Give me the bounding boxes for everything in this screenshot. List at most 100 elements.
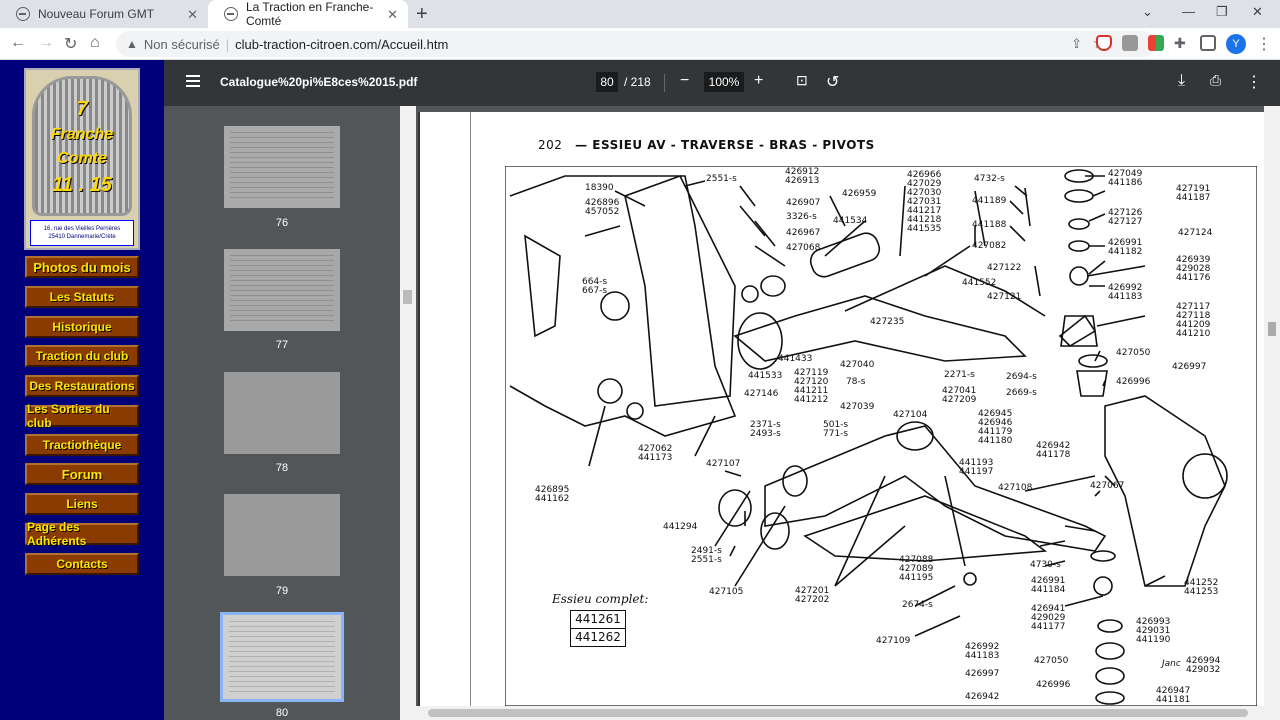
tab-traction[interactable]: La Traction en Franche-Comté ✕ [208,0,408,28]
puzzle-extensions-icon[interactable]: ✚ [1174,35,1186,51]
more-options-icon[interactable]: ⋮ [1246,74,1262,91]
profile-avatar[interactable]: Y [1226,34,1246,54]
warning-icon[interactable]: ▲ [126,37,138,51]
thumbnail-77[interactable] [224,249,340,331]
part-label: 427105 [709,587,744,597]
share-icon[interactable]: ⇪ [1071,36,1082,51]
chassis-plate [624,175,736,407]
home-button[interactable]: ⌂ [90,34,100,51]
rotate-icon[interactable]: ↺ [826,74,840,91]
washer [1097,619,1123,633]
side-panel-icon[interactable] [1200,35,1216,51]
chassis-hole [597,378,623,404]
page-horizontal-scrollbar[interactable] [400,706,1264,720]
part-label: 4730-s [1030,560,1061,570]
part-label: 2371-s 2493-s [750,420,781,439]
close-tab-icon[interactable]: ✕ [387,7,398,22]
part-label: 427119 427120 441211 441212 [794,368,829,405]
logo-line2: Franche [50,126,114,143]
scrollbar-thumb[interactable] [428,709,1248,717]
menu-historique[interactable]: Historique [25,316,139,338]
part-label: 18390 [585,183,614,193]
page-number-printed: 202 [538,138,563,152]
heading-dash: — [575,138,588,152]
bushing [896,421,934,451]
club-logo[interactable]: 7 Franche Comte 11 . 15 16, rue des Viei… [24,68,140,250]
color-extension-icon[interactable] [1148,35,1164,51]
bushing [760,512,790,550]
part-label: 426947 441181 [1156,686,1191,705]
part-label: 501-s 771-s [823,420,849,439]
part-label: 441534 [833,216,868,226]
close-window-button[interactable]: ✕ [1252,4,1263,19]
hub [1182,453,1228,499]
menu-photos-du-mois[interactable]: Photos du mois [25,256,139,278]
part-label: 441252 441253 [1184,578,1219,597]
scrollbar-thumb[interactable] [1268,322,1276,336]
globe-icon [224,7,238,21]
part-label: 427235 [870,317,905,327]
reload-button[interactable]: ↻ [64,36,78,53]
part-label: 426991 441182 [1108,238,1143,257]
chassis-hole [626,402,644,420]
shield-extension-icon[interactable] [1096,35,1112,51]
fit-page-icon[interactable]: ⊡ [796,72,808,88]
menu-icon[interactable] [186,75,200,87]
thumbnail-content [229,621,335,693]
part-label: 427146 [744,389,779,399]
part-label: 426997 [1172,362,1207,372]
menu-contacts[interactable]: Contacts [25,553,139,575]
tab-forum[interactable]: Nouveau Forum GMT ✕ [0,0,208,28]
zoom-out-button[interactable]: − [680,72,690,89]
minimize-button[interactable]: — [1182,4,1195,19]
part-label: 427062 441173 [638,444,673,463]
bolt [1024,475,1096,492]
menu-page-adherents[interactable]: Page des Adhérents [25,520,139,548]
close-tab-icon[interactable]: ✕ [187,7,198,22]
menu-forum[interactable]: Forum [25,463,139,485]
logo-line4: 11 . 15 [52,174,112,196]
zoom-level-input[interactable]: 100% [704,72,744,92]
menu-traction-du-club[interactable]: Traction du club [25,345,139,367]
menu-sorties-du-club[interactable]: Les Sorties du club [25,402,139,430]
tab-search-icon[interactable]: ⌄ [1142,4,1153,19]
page-number-input[interactable]: 80 [596,72,618,92]
zoom-in-button[interactable]: + [754,72,764,89]
washer [1095,691,1125,705]
part-label: 426945 426946 441179 441180 [978,409,1013,446]
thumbnail-76[interactable] [224,126,340,208]
page-heading: 202 — ESSIEU AV - TRAVERSE - BRAS - PIVO… [538,138,875,152]
part-label: 427049 441186 [1108,169,1143,188]
thumbnail-scrollbar[interactable] [400,106,416,720]
thumbnail-79[interactable] [224,494,340,576]
part-label: 2271-s [944,370,975,380]
menu-liens[interactable]: Liens [25,493,139,515]
back-button[interactable]: ← [10,34,26,51]
pdf-extension-icon[interactable] [1122,35,1138,51]
part-label: 427082 [972,241,1007,251]
part-label: 427117 427118 441209 441210 [1176,302,1211,339]
forward-button[interactable]: → [38,34,54,51]
maximize-button[interactable]: ❐ [1216,4,1228,19]
part-label: 2669-s [1006,388,1037,398]
menu-statuts[interactable]: Les Statuts [25,286,139,308]
thumbnail-78[interactable] [224,372,340,454]
menu-tractiotheque[interactable]: Tractiothèque [25,434,139,456]
page-vertical-scrollbar[interactable] [1264,106,1280,720]
washer [1090,550,1116,562]
address-bar[interactable]: ▲ Non sécurisé | club-traction-citroen.c… [116,31,1156,57]
part-label: 426991 441184 [1031,576,1066,595]
part-label: 3326-s [786,212,817,222]
globe-icon [16,7,30,21]
chassis-hole [600,291,630,321]
upper-arm-link [844,265,1046,317]
menu-restaurations[interactable]: Des Restaurations [25,375,139,397]
thumbnail-80-selected[interactable] [220,612,344,702]
part-label: 441433 [778,354,813,364]
print-icon[interactable]: ⎙ [1210,72,1222,88]
chrome-menu-icon[interactable]: ⋮ [1256,36,1272,53]
new-tab-button[interactable]: + [416,3,428,25]
scrollbar-thumb[interactable] [403,290,412,304]
download-icon[interactable]: ⤓ [1178,72,1186,89]
nut [760,275,786,297]
